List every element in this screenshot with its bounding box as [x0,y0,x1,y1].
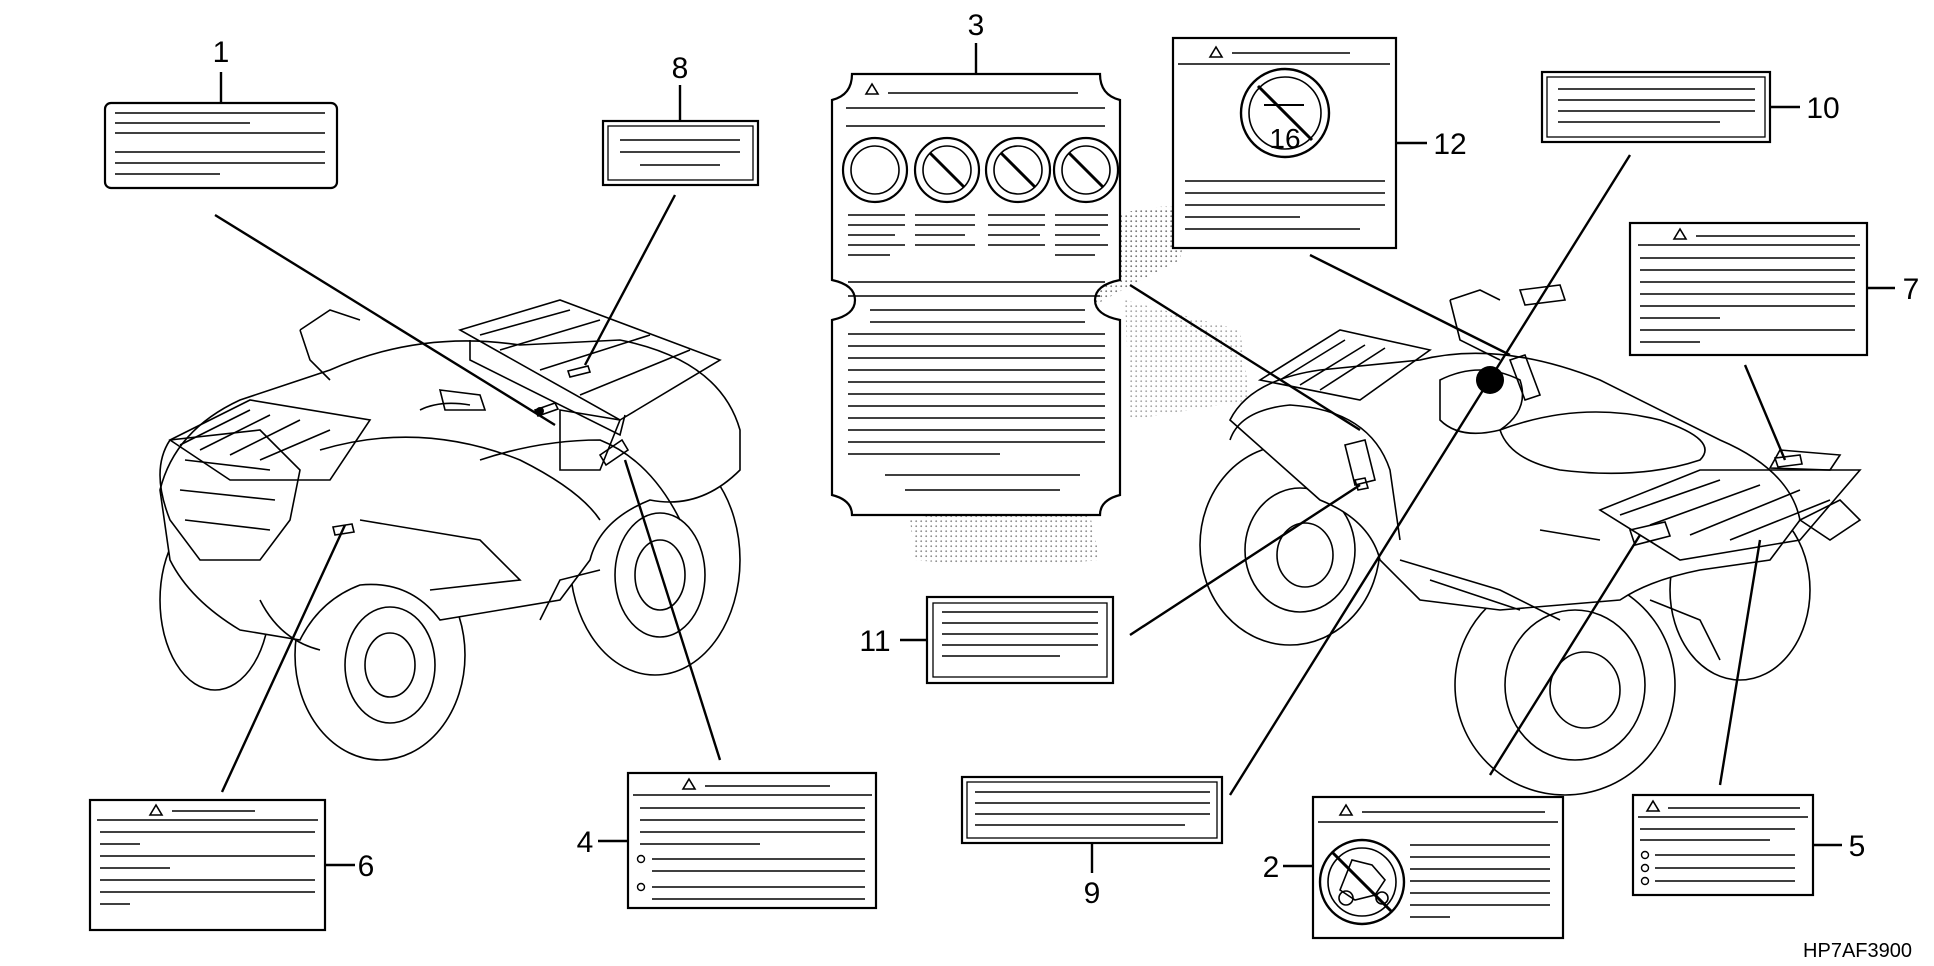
callout-9: 9 [1084,877,1101,910]
label-12: 16 [1171,36,1398,250]
callout-numbers: 1 2 3 4 5 6 7 8 9 10 11 12 [213,9,1920,910]
label-10 [1540,70,1772,144]
leader-lines [214,154,1787,796]
label-8 [601,119,760,187]
label-9 [960,775,1224,845]
atv-right-view [1199,284,1862,796]
callout-3: 3 [968,9,985,42]
callout-10: 10 [1806,92,1839,125]
callout-1: 1 [213,36,230,69]
label-1 [103,101,339,190]
label-7 [1628,221,1869,357]
age-number: 16 [1269,123,1300,154]
label-3 [830,72,1122,517]
callout-2: 2 [1263,851,1280,884]
label-5 [1631,793,1815,897]
label-6 [88,798,327,932]
callout-12: 12 [1433,128,1466,161]
no-passenger-icon [1318,838,1406,926]
callout-7: 7 [1903,273,1920,306]
label-11 [925,595,1115,685]
no-under-16-icon: 16 [1239,67,1331,159]
label-2 [1311,795,1565,940]
callout-8: 8 [672,52,689,85]
callout-5: 5 [1849,830,1866,863]
callout-11: 11 [859,625,890,658]
atv-left-view [159,299,741,761]
callout-6: 6 [358,850,375,883]
callout-4: 4 [577,826,594,859]
label-4 [626,771,878,910]
prohibition-circle-icon [913,136,981,204]
diagram-code: HP7AF3900 [1803,940,1912,962]
